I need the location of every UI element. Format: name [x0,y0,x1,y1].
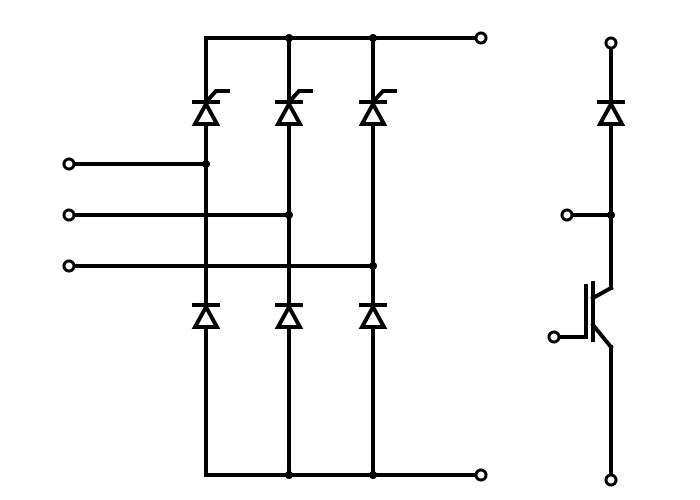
chopper-diode-symbol [596,99,626,126]
diode-6-symbol [358,302,388,329]
igbt-gate-terminal [547,330,561,344]
chopper-main-wire [568,41,613,480]
thyristor-3-symbol [358,89,397,126]
diode-5-symbol [274,302,304,329]
chopper-midpoint-terminal [560,208,574,222]
junction-dot [369,471,377,479]
junction-dot [369,262,377,270]
junction-dot [285,471,293,479]
ac-input-terminal-3 [62,259,76,273]
junction-dot [285,34,293,42]
ac-input-terminal-1 [62,157,76,171]
junction-dot [607,211,615,219]
junction-dot [369,34,377,42]
chopper-top-terminal [604,36,618,50]
dc-positive-terminal [474,31,488,45]
diode-4-symbol [191,302,221,329]
igbt-symbol [554,281,614,350]
junction-dot [285,211,293,219]
junction-dot [202,160,210,168]
ac-input-terminal-2 [62,208,76,222]
thyristor-2-symbol [274,89,313,126]
chopper-bottom-terminal [604,473,618,487]
thyristor-1-symbol [191,89,230,126]
dc-negative-terminal [474,468,488,482]
